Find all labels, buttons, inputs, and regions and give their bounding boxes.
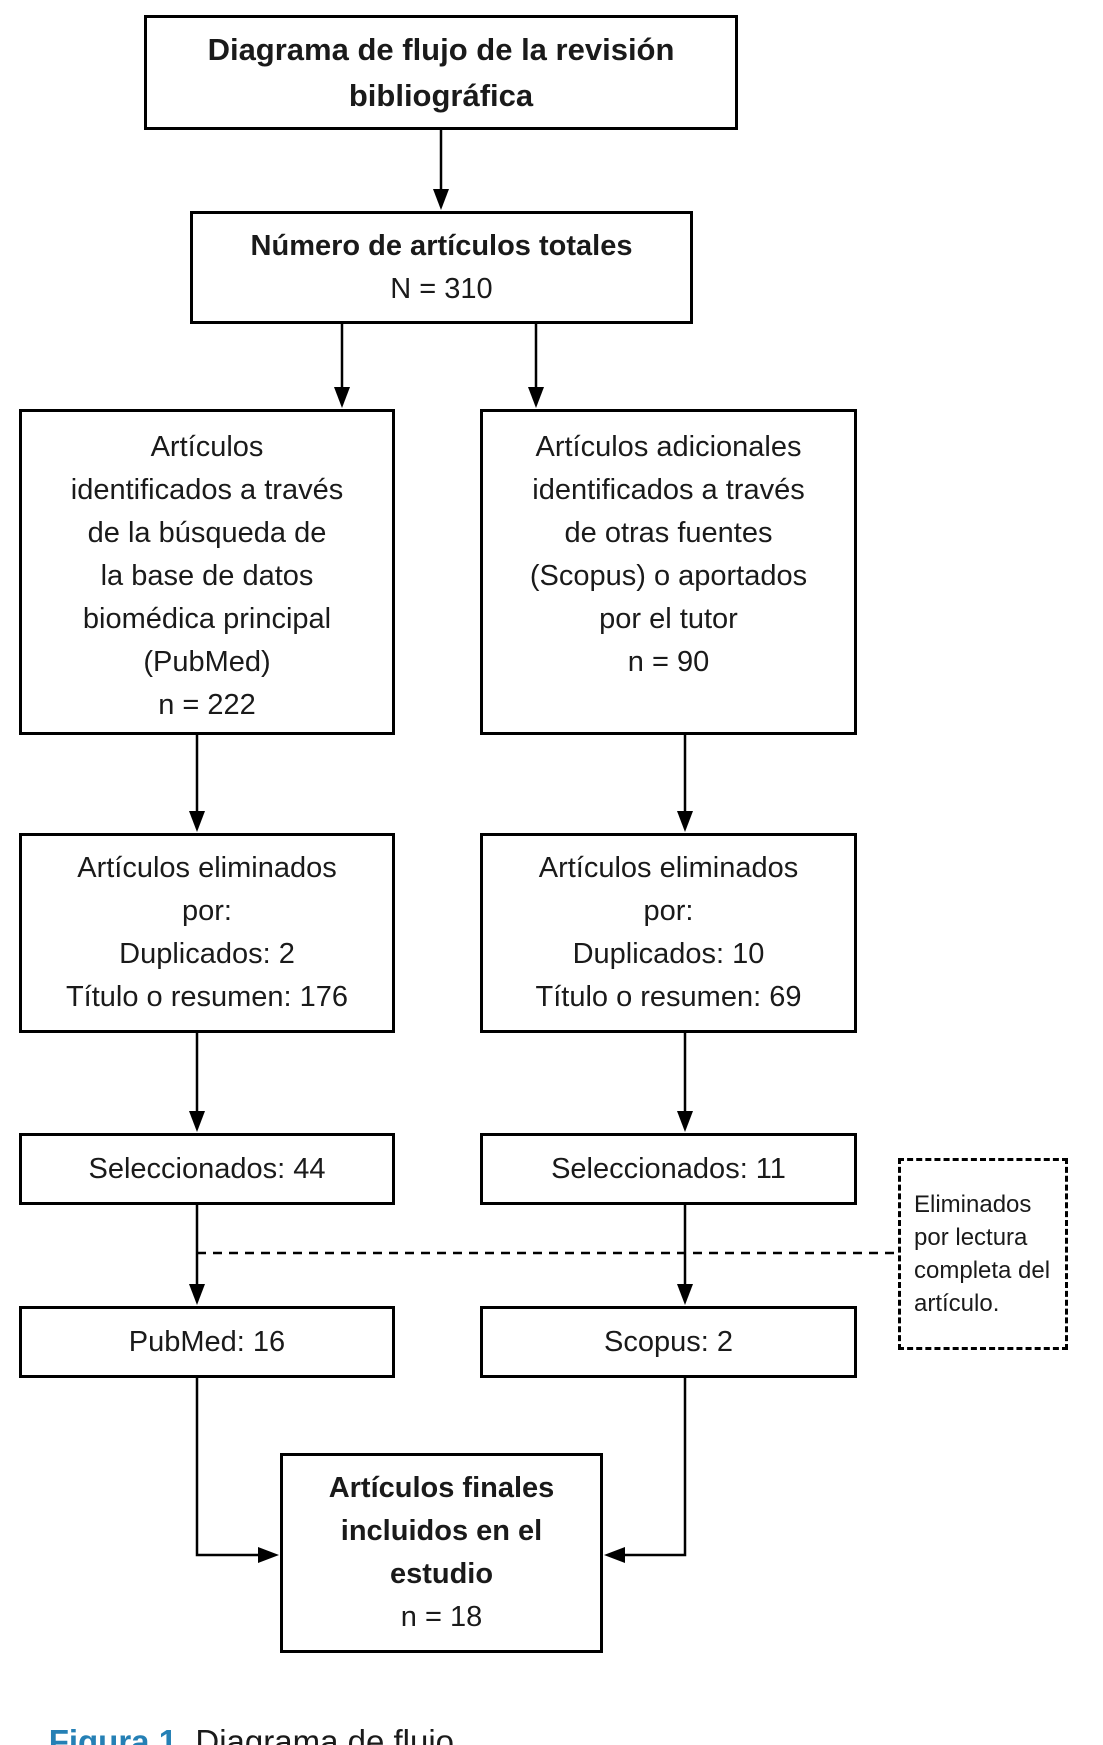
arrow-pubmed-removed-to-selected (189, 1033, 205, 1132)
figure-caption-text: Diagrama de flujo. (186, 1723, 464, 1745)
arrow-totals-to-scopus-source (528, 324, 544, 408)
arrow-scopus-removed-to-selected (677, 1033, 693, 1132)
flow-title-box: Diagrama de flujo de la revisión bibliog… (144, 15, 738, 130)
scopus-removed-box: Artículos eliminados por: Duplicados: 10… (480, 833, 857, 1033)
pubmed-removed-box: Artículos eliminados por: Duplicados: 2 … (19, 833, 395, 1033)
arrow-scopus-count-to-final (604, 1378, 687, 1563)
scopus-count-box: Scopus: 2 (480, 1306, 857, 1378)
arrow-pubmed-source-to-removed (189, 735, 205, 832)
pubmed-source-box: Artículos identificados a través de la b… (19, 409, 395, 735)
totals-count: N = 310 (390, 272, 493, 305)
final-box: Artículos finales incluidos en el estudi… (280, 1453, 603, 1653)
final-count: n = 18 (400, 1601, 483, 1633)
pubmed-selected-box: Seleccionados: 44 (19, 1133, 395, 1205)
figure-caption: Figura 1. Diagrama de flujo. (12, 1682, 464, 1745)
totals-box: Número de artículos totales N = 310 (190, 211, 693, 324)
scopus-source-box: Artículos adicionales identificados a tr… (480, 409, 857, 735)
arrow-title-to-totals (433, 130, 449, 210)
totals-heading: Número de artículos totales (250, 229, 633, 262)
arrow-totals-to-pubmed-source (334, 324, 350, 408)
arrow-pubmed-selected-to-count (189, 1205, 205, 1305)
final-heading: Artículos finales incluidos en el estudi… (328, 1472, 555, 1590)
scopus-selected-box: Seleccionados: 11 (480, 1133, 857, 1205)
arrow-scopus-source-to-removed (677, 735, 693, 832)
pubmed-count-box: PubMed: 16 (19, 1306, 395, 1378)
arrow-scopus-selected-to-count (677, 1205, 693, 1305)
fulltext-note-box: Eliminados por lectura completa del artí… (898, 1158, 1068, 1350)
arrow-pubmed-count-to-final (195, 1378, 279, 1563)
figure-caption-label: Figura 1. (48, 1723, 187, 1745)
